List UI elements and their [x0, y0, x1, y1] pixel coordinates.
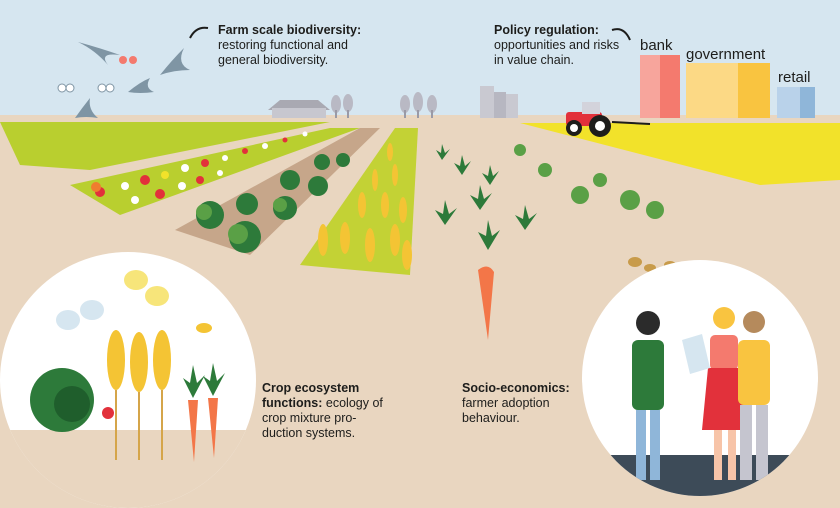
- carrot-plants: [435, 144, 537, 250]
- crop-ecosystem-label: Crop ecosystem functions: ecology of cro…: [262, 381, 392, 441]
- flower-strip: [70, 128, 360, 215]
- document-icon: [682, 334, 710, 374]
- silos: [480, 86, 518, 118]
- retail-label: retail: [778, 69, 811, 86]
- socio-economics-body: farmer adoption behaviour.: [462, 396, 550, 425]
- bee-icon: [196, 323, 212, 333]
- tractor: [566, 102, 651, 137]
- policy-regulation-body: opportunities and risks in value chain.: [494, 38, 620, 67]
- flowers: [91, 131, 308, 204]
- policy-connector: [611, 28, 631, 41]
- crop-detail-circle: [0, 252, 256, 508]
- crop-ecosystem-body: ecology of crop mixture pro-duction syst…: [262, 396, 383, 440]
- pumpkin: [91, 182, 101, 192]
- cabbages: [196, 153, 350, 253]
- farm-connector: [189, 26, 209, 39]
- farm-biodiversity-label: Farm scale biodiversity: restoring funct…: [218, 23, 388, 68]
- government-label: government: [686, 46, 766, 63]
- policy-regulation-title: Policy regulation:: [494, 23, 599, 37]
- grass-field: [0, 122, 330, 170]
- crop-ecosystem-title: Crop ecosystem functions:: [262, 381, 360, 410]
- farm-biodiversity-title: Farm scale biodiversity:: [218, 23, 362, 37]
- butterfly-icon: [56, 270, 169, 330]
- horizon-trees: [331, 92, 437, 118]
- bank-label: bank: [640, 37, 673, 54]
- carrot: [478, 266, 494, 340]
- ladybug-icon: [102, 407, 114, 419]
- butterfly-icon: [57, 56, 137, 93]
- policy-regulation-label: Policy regulation: opportunities and ris…: [494, 23, 620, 68]
- bean-plants: [514, 144, 664, 219]
- yellow-field: [520, 123, 840, 185]
- socio-economics-label: Socio-economics: farmer adoption behavio…: [462, 381, 578, 426]
- bird-icon: [75, 42, 190, 118]
- socio-economics-title: Socio-economics:: [462, 381, 570, 395]
- farm-biodiversity-body: restoring functional and general biodive…: [218, 38, 348, 67]
- farmhouse: [268, 100, 330, 118]
- wheat: [318, 143, 412, 270]
